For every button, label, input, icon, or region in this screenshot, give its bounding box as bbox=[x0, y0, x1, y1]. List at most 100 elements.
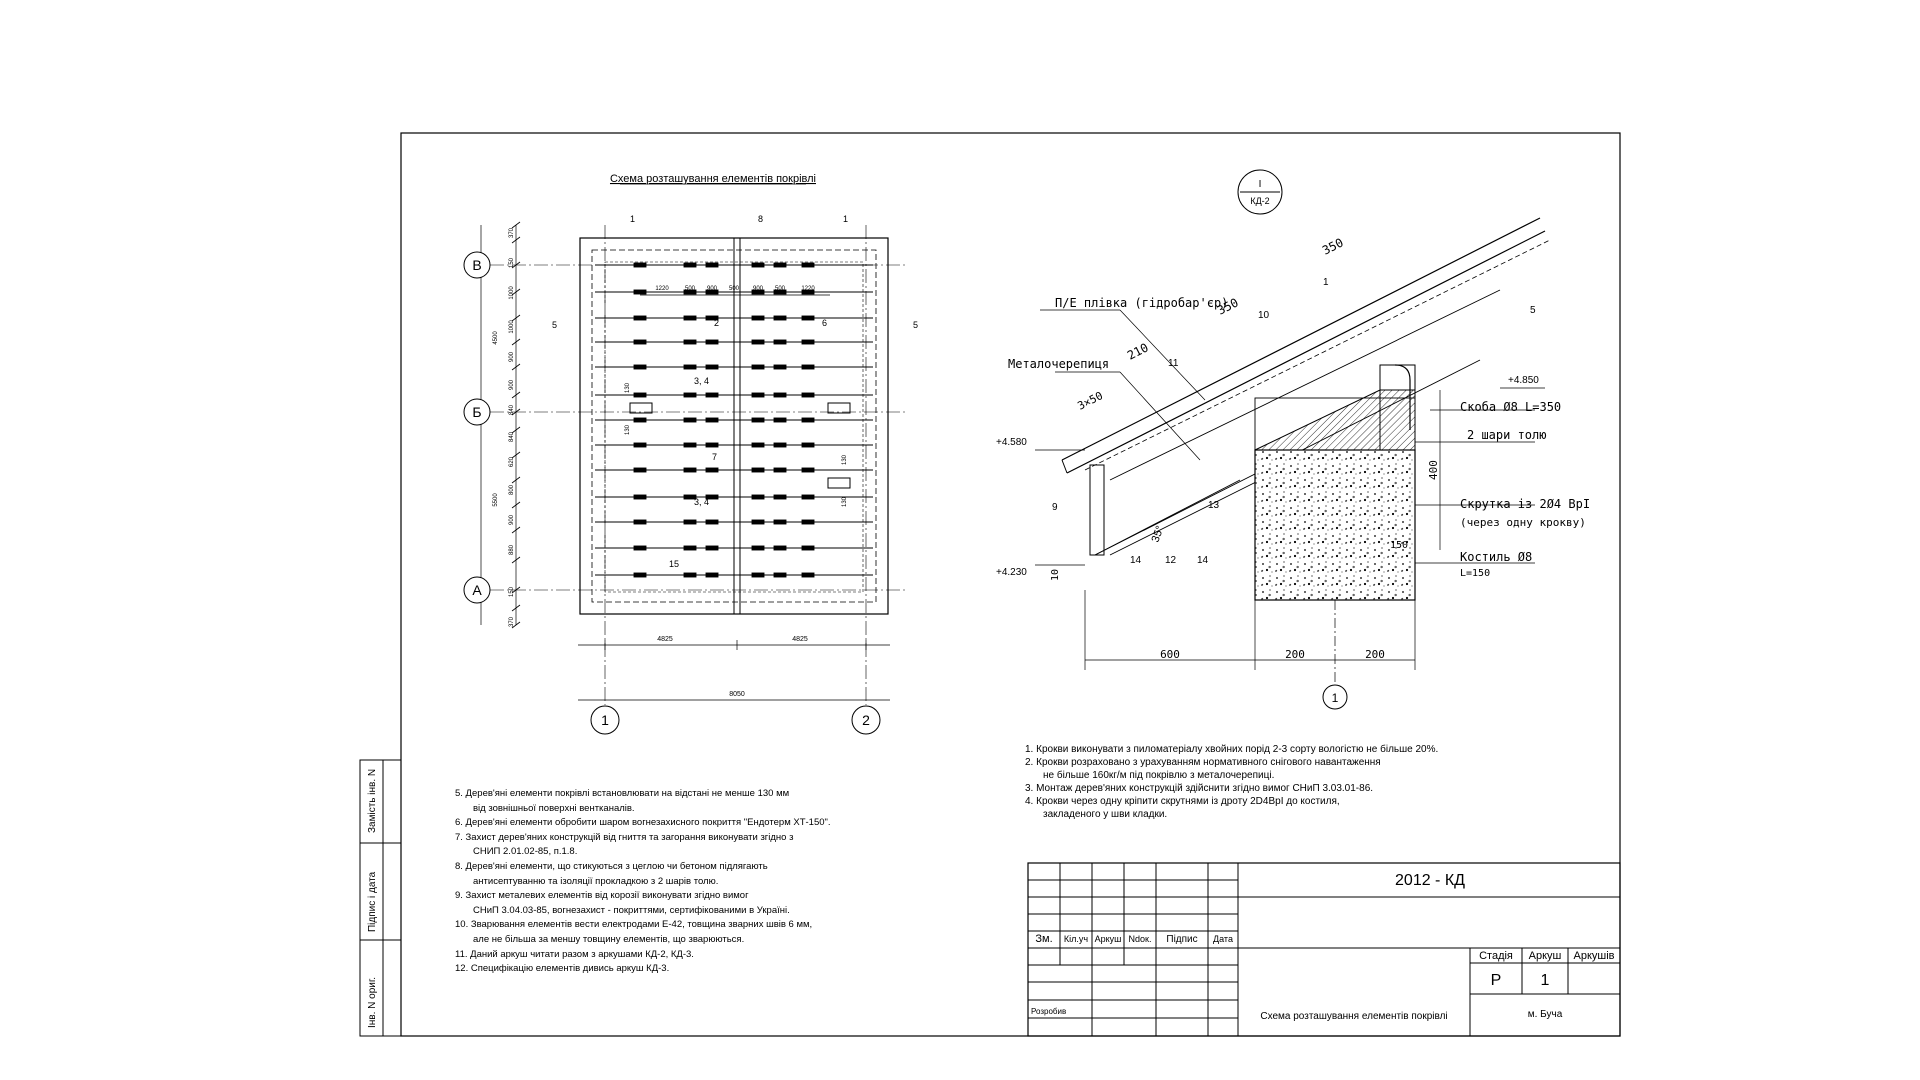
rafter-block bbox=[633, 315, 647, 321]
rafter-block bbox=[683, 289, 697, 295]
rafter-block bbox=[801, 262, 815, 268]
dim-tick bbox=[511, 314, 521, 322]
rafter-block bbox=[633, 392, 647, 398]
rafter-block bbox=[705, 289, 719, 295]
rafter-block bbox=[751, 417, 765, 423]
rafter-block bbox=[751, 315, 765, 321]
label-film: П/Е плівка (гідробар'єр) bbox=[1055, 296, 1228, 310]
dim-tick bbox=[511, 221, 521, 229]
note-line: СНиП 3.04.03-85, вогнезахист - покриттям… bbox=[473, 904, 790, 916]
rafter-block bbox=[801, 289, 815, 295]
rafter-block bbox=[705, 545, 719, 551]
rafter-block bbox=[683, 467, 697, 473]
dim-tick bbox=[511, 476, 521, 484]
dim-tick bbox=[511, 604, 521, 612]
rafter-block bbox=[705, 339, 719, 345]
bottom-dim: 200 bbox=[1365, 648, 1385, 661]
axis-bubble-row-v: В bbox=[463, 251, 491, 279]
plan-marks: 1 8 1 5 5 2 6 3, 4 7 3, 4 15 bbox=[552, 214, 918, 569]
top-dim: 900 bbox=[753, 286, 764, 292]
side-stamp-sign: Підпис і дата bbox=[367, 871, 378, 932]
left-dim: 900 bbox=[509, 514, 515, 525]
section-ref-bottom: КД-2 bbox=[1250, 196, 1269, 206]
rafter-block bbox=[705, 572, 719, 578]
left-dim: 1000 bbox=[509, 320, 515, 334]
axis-bubble-row-b: Б bbox=[463, 398, 491, 426]
slope-dim: 3×50 bbox=[1075, 389, 1105, 413]
mark: 10 bbox=[1258, 310, 1270, 321]
rafter-block bbox=[801, 392, 815, 398]
dim-400: 400 bbox=[1427, 460, 1440, 480]
axis-bubble-col-1: 1 bbox=[590, 705, 620, 735]
rafter-block bbox=[705, 494, 719, 500]
top-dim: 500 bbox=[775, 286, 786, 292]
stamp-cols: Зм. Кіл.уч Аркуш Ndoк. Підпис Дата bbox=[1035, 933, 1233, 945]
rafter-block bbox=[773, 572, 787, 578]
mark: 14 bbox=[1130, 555, 1142, 566]
col-kil: Кіл.уч bbox=[1064, 934, 1088, 944]
angle-label: 35° bbox=[1150, 524, 1167, 544]
rafter-block bbox=[773, 494, 787, 500]
rafter-block bbox=[705, 364, 719, 370]
axis-label-b: Б bbox=[472, 404, 481, 420]
rafter-block bbox=[801, 315, 815, 321]
rafter-block bbox=[633, 417, 647, 423]
slope-dim: 350 bbox=[1320, 235, 1346, 257]
left-dim: 150 bbox=[509, 586, 515, 597]
side-stamp-inv: Інв. N ориг. bbox=[367, 977, 378, 1028]
section-axis-bubble: 1 bbox=[1322, 684, 1348, 710]
rafter-block bbox=[801, 417, 815, 423]
dim-tick bbox=[511, 586, 521, 594]
label-bracket: Скоба Ø8 L=350 bbox=[1460, 400, 1561, 414]
dim-tick bbox=[511, 556, 521, 564]
mark: 5 bbox=[1530, 305, 1536, 316]
stamp-title: Схема розташування елементів покрівлі bbox=[1260, 1011, 1447, 1022]
label-tol: 2 шари толю bbox=[1467, 428, 1546, 442]
top-dim: 500 bbox=[685, 286, 696, 292]
axis-bubble-col-2: 2 bbox=[851, 705, 881, 735]
stamp-stage-header: Стадія bbox=[1479, 950, 1513, 962]
rafter-block bbox=[801, 442, 815, 448]
dim-tick bbox=[511, 526, 521, 534]
note-line: від зовнішньої поверхні вентканалів. bbox=[473, 802, 635, 814]
note-line: антисептуванню та ізоляції прокладкою з … bbox=[473, 875, 719, 887]
note-line: 4. Крокви через одну кріпити скрутнями і… bbox=[1025, 796, 1340, 807]
col-arkush: Аркуш bbox=[1095, 934, 1122, 944]
note-line: 2. Крокви розраховано з урахуванням норм… bbox=[1025, 757, 1381, 768]
small-dim: 130 bbox=[842, 454, 848, 465]
dim-tick bbox=[511, 363, 521, 371]
section-ref-top: I bbox=[1259, 179, 1262, 190]
rafter-block bbox=[751, 494, 765, 500]
axis-label-1: 1 bbox=[601, 712, 609, 728]
level-mid: +4.580 bbox=[996, 437, 1027, 448]
stamp-developed: Розробив bbox=[1031, 1007, 1066, 1016]
rafter-block bbox=[773, 262, 787, 268]
rafter-block bbox=[773, 467, 787, 473]
notes-left: 5. Дерев'яні елементи покрівлі встановлю… bbox=[455, 787, 831, 977]
rafter-block bbox=[683, 392, 697, 398]
bottom-dim: 200 bbox=[1285, 648, 1305, 661]
mark: 5 bbox=[913, 320, 918, 330]
rafter-block bbox=[633, 545, 647, 551]
left-dim: 900 bbox=[509, 379, 515, 390]
rafter-block bbox=[705, 417, 719, 423]
dim-tick bbox=[511, 236, 521, 244]
rafter-block bbox=[633, 442, 647, 448]
rafter-block bbox=[633, 519, 647, 525]
mark: 12 bbox=[1165, 555, 1177, 566]
rafter-block bbox=[683, 545, 697, 551]
note-line: 7. Захист дерев'яних конструкцій від гни… bbox=[455, 831, 794, 843]
dim-tick bbox=[511, 426, 521, 434]
rafter-block bbox=[751, 262, 765, 268]
dim-150: 150 bbox=[1390, 540, 1408, 551]
rafter-block bbox=[801, 519, 815, 525]
rafter-block bbox=[751, 467, 765, 473]
rafter-block bbox=[751, 364, 765, 370]
left-total: 4500 bbox=[493, 331, 499, 345]
note-line: 1. Крокви виконувати з пиломатеріалу хво… bbox=[1025, 744, 1439, 755]
mark: 1 bbox=[1323, 277, 1329, 288]
rafter-block bbox=[633, 467, 647, 473]
axis-label-2: 2 bbox=[862, 712, 870, 728]
small-dim: 130 bbox=[625, 382, 631, 393]
